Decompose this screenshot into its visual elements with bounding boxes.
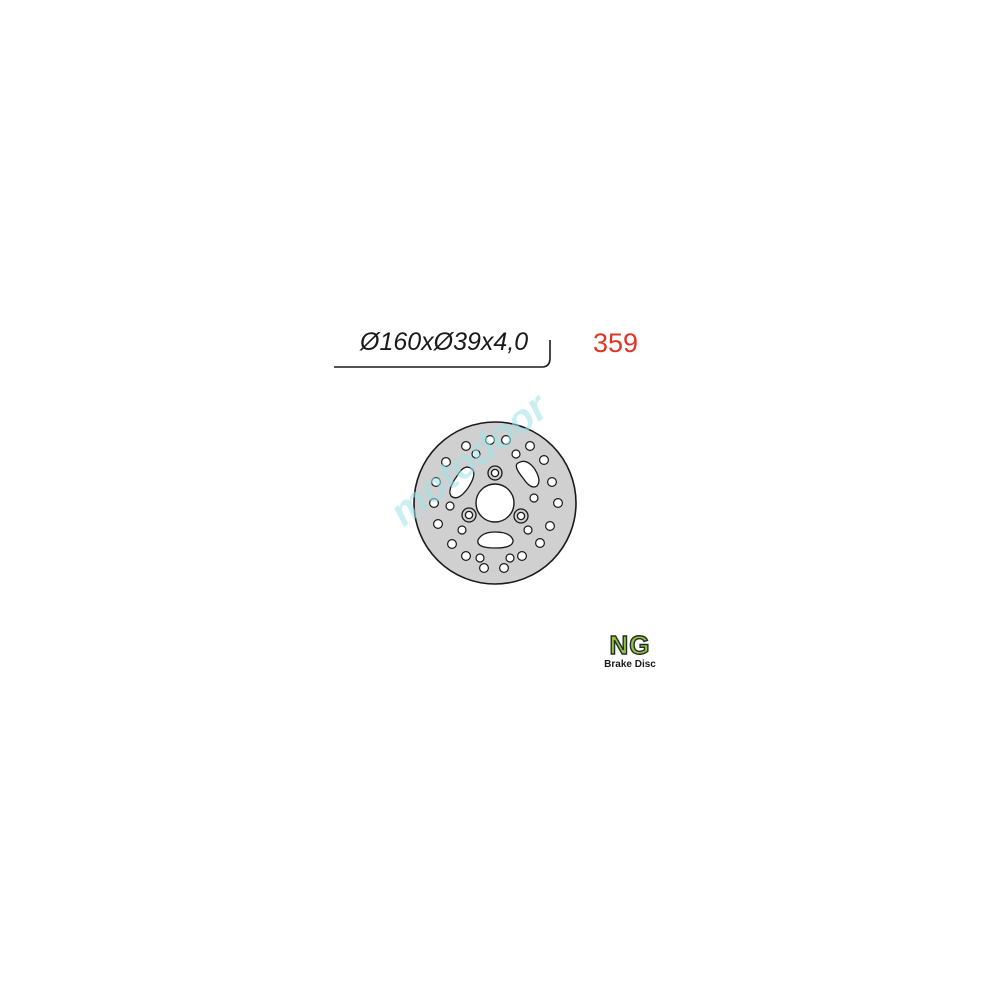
part-number: 359 — [593, 328, 639, 358]
brake-disc-drawing — [410, 418, 580, 588]
ng-brake-disc-logo: NG Brake Disc — [590, 629, 670, 674]
logo-subtitle: Brake Disc — [604, 659, 656, 670]
dimensions-label: Ø160xØ39x4,0 — [360, 328, 529, 356]
brake-disc-icon — [413, 421, 577, 585]
logo-letters: NG — [609, 629, 651, 660]
